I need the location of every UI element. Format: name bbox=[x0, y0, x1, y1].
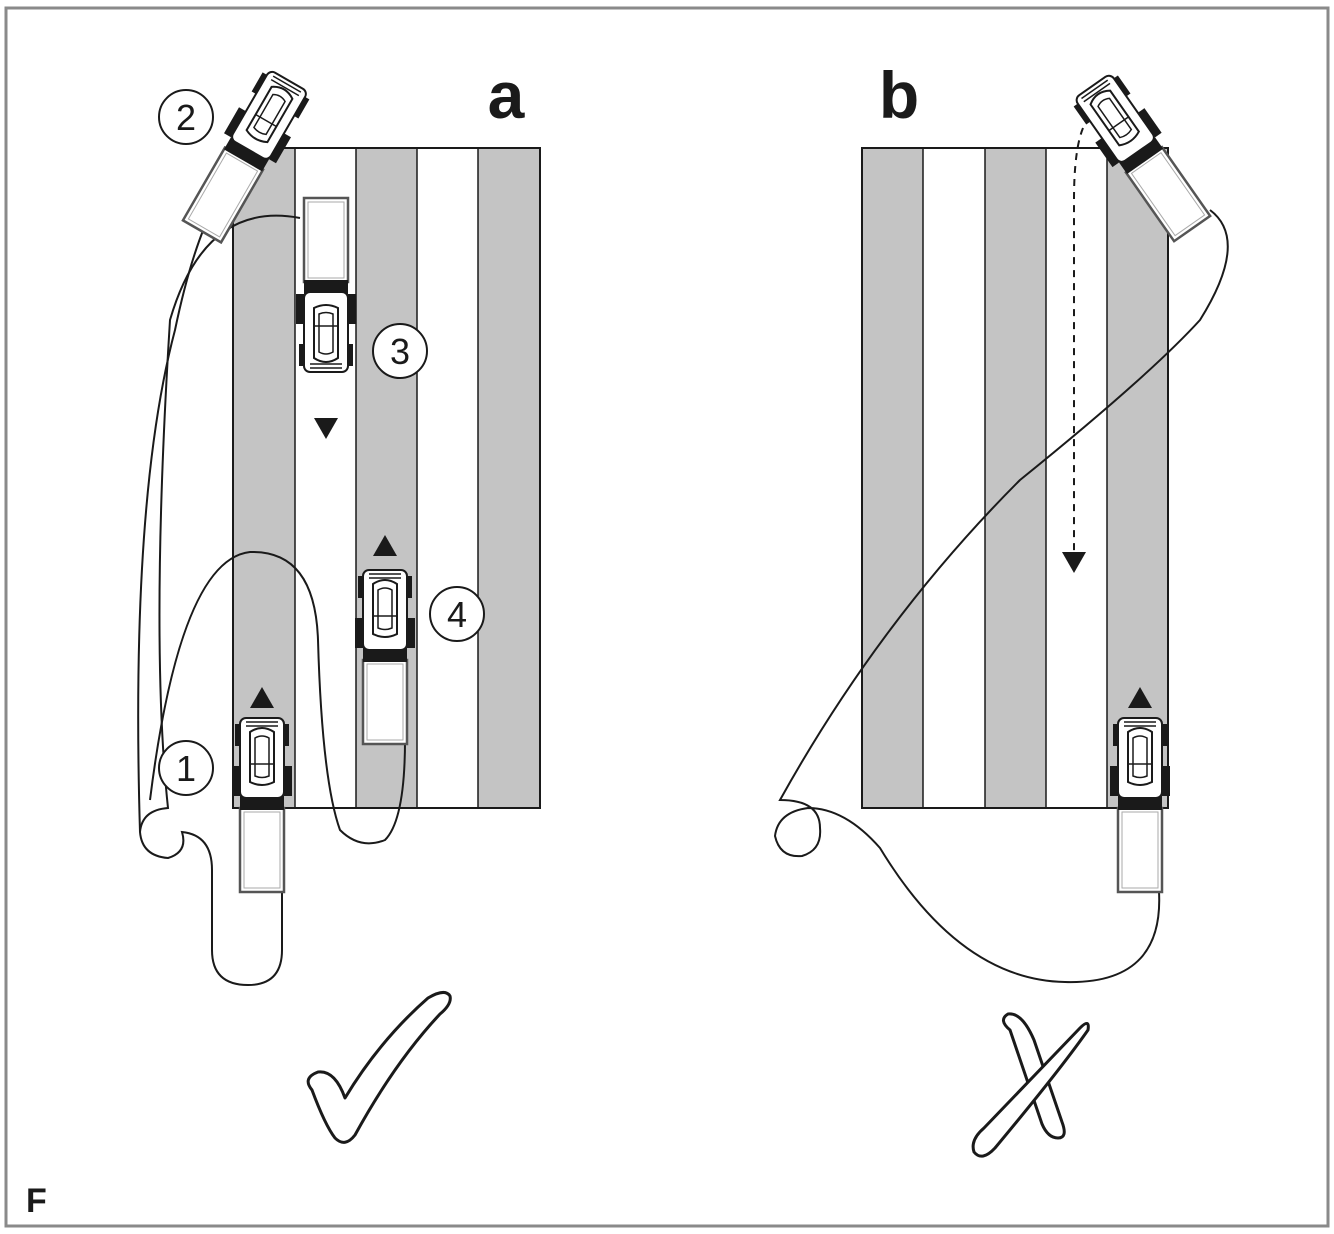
figure-label: F bbox=[26, 1182, 47, 1220]
step-1-marker: 1 bbox=[158, 740, 214, 796]
figure-border bbox=[4, 6, 1330, 1228]
panel-a-letter: a bbox=[488, 58, 526, 132]
tractor-1-icon bbox=[230, 716, 294, 894]
cross-icon bbox=[971, 1012, 1090, 1158]
tractor-3-icon bbox=[294, 196, 358, 374]
panel-b-letter: b bbox=[879, 58, 919, 132]
tractor-b-bottom-icon bbox=[1108, 716, 1172, 894]
step-3-label: 3 bbox=[390, 331, 410, 372]
step-3-marker: 3 bbox=[372, 323, 428, 379]
panel-a-route-loop-1 bbox=[138, 214, 301, 987]
step-1-label: 1 bbox=[176, 748, 196, 789]
step-2-label: 2 bbox=[176, 97, 196, 138]
panel-a-route-loop-2 bbox=[137, 169, 239, 833]
step-4-label: 4 bbox=[447, 594, 467, 635]
step-4-marker: 4 bbox=[429, 586, 485, 642]
tractor-4-icon bbox=[353, 568, 417, 746]
panel-b-route bbox=[773, 209, 1229, 984]
step-2-marker: 2 bbox=[158, 89, 214, 145]
panel-b-field bbox=[861, 147, 1169, 809]
checkmark-icon bbox=[306, 991, 452, 1144]
panel-b-planned-path bbox=[1073, 127, 1084, 552]
panel-a-route-loop-3 bbox=[149, 550, 406, 845]
